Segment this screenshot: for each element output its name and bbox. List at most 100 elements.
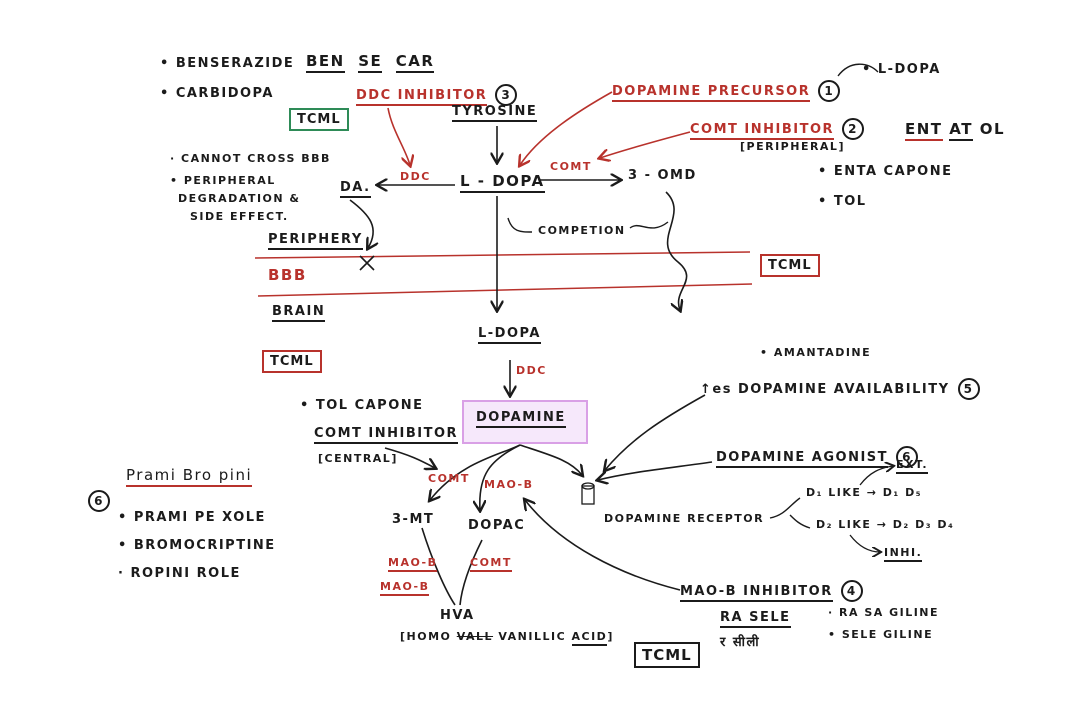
mnemonic-prami-bro-pini: Prami Bro pini <box>126 466 253 487</box>
central-qualifier: [CENTRAL] <box>318 452 398 465</box>
dopamine-agonist-label: DOPAMINE AGONIST 6 <box>716 446 919 468</box>
circle-6: 6 <box>88 490 110 512</box>
node-hva: HVA <box>440 608 475 623</box>
node-3mt: 3-MT <box>392 512 435 527</box>
number-3: 3 <box>495 84 518 106</box>
number-6-left: 6 <box>86 490 110 512</box>
label-ext: EXT. <box>896 458 929 474</box>
label-competition: COMPETION <box>538 224 626 237</box>
node-3omd: 3 - OMD <box>628 168 697 183</box>
label-inh: INHI. <box>884 546 923 562</box>
x-mark <box>359 255 375 271</box>
arrow-dopac-hva <box>459 539 483 606</box>
number-1: 1 <box>818 80 841 102</box>
enzyme-maob-a: MAO-B <box>388 556 438 572</box>
arrow-d1-ext <box>859 466 893 486</box>
comt-inhibitor-central-label: COMT INHIBITOR <box>314 426 459 444</box>
maob-inhibitor-text: MAO-B INHIBITOR <box>680 584 833 602</box>
note-cannot-cross-bbb: · CANNOT CROSS BBB <box>170 152 331 165</box>
mnemonic-ent: ENT <box>905 120 943 141</box>
label-brain: BRAIN <box>272 304 326 322</box>
arrow-comt-central <box>384 447 435 468</box>
availability-text: ↑es DOPAMINE AVAILABILITY <box>700 382 950 397</box>
competition-line-right <box>629 221 669 229</box>
mnemonic-rasele: RA SELE <box>720 610 791 628</box>
label-dopamine-receptor: DOPAMINE RECEPTOR <box>604 512 765 525</box>
hva-homo: HOMO <box>406 630 452 643</box>
bbb-line-bottom <box>257 283 753 297</box>
node-tyrosine: TYROSINE <box>452 104 538 122</box>
comt-inhibitor-text: COMT INHIBITOR <box>690 122 835 140</box>
arrow-comt-inhibitor <box>600 131 691 158</box>
arrow-dopamine-receptor <box>519 444 582 475</box>
note-degradation: DEGRADATION & <box>178 192 301 205</box>
arrow-receptor-branch <box>769 497 811 529</box>
mnemonic-se: SE <box>358 52 383 73</box>
arrow-3omd-down <box>665 191 688 310</box>
number-2: 2 <box>842 118 865 140</box>
note-peripheral: • PERIPHERAL <box>170 174 276 187</box>
central-text: CENTRAL <box>324 452 392 465</box>
number-5: 5 <box>957 378 980 400</box>
hva-full-name: [HOMO VALL VANILLIC ACID] <box>400 630 614 646</box>
ddc-inhibitor-text: DDC INHIBITOR <box>356 88 488 106</box>
enzyme-comt-brain: COMT <box>428 472 470 485</box>
drug-rasagiline: · RA SA GILINE <box>828 606 940 619</box>
arrow-3mt-hva <box>421 527 456 606</box>
drug-ropinirole: · ROPINI ROLE <box>118 566 241 581</box>
mnemonic-hindi: र सीली <box>720 635 761 650</box>
enzyme-ddc-brain: DDC <box>516 364 547 377</box>
arrow-da-periphery <box>349 199 373 248</box>
hva-acid: ACID <box>571 630 608 646</box>
tcml-box-1: TCML <box>289 108 349 131</box>
hva-vanillic: VANILLIC <box>498 630 567 643</box>
drug-amantadine: • AMANTADINE <box>760 346 872 359</box>
arrow-maob-inhibitor <box>525 500 681 591</box>
availability-label: ↑es DOPAMINE AVAILABILITY 5 <box>700 378 980 400</box>
drug-benserazide: • BENSERAZIDE <box>160 56 295 71</box>
arrow-d2-inh <box>849 534 880 552</box>
number-4: 4 <box>840 580 863 602</box>
drug-bromocriptine: • BROMOCRIPTINE <box>118 538 276 553</box>
enzyme-maob-brain: MAO-B <box>484 478 534 491</box>
mnemonic-car: CAR <box>395 52 435 73</box>
arrow-agonist <box>598 461 713 480</box>
receptor-icon <box>581 482 595 505</box>
peripheral-qualifier: [PERIPHERAL] <box>740 140 845 153</box>
agonist-text: DOPAMINE AGONIST <box>716 450 889 468</box>
bbb-line-top <box>254 251 751 259</box>
node-ldopa: L - DOPA <box>460 172 545 193</box>
arrow-availability <box>605 394 706 470</box>
enzyme-comt-dopac: COMT <box>470 556 512 572</box>
dopamine-precursor-label: DOPAMINE PRECURSOR 1 <box>612 80 841 102</box>
comt-inhibitor-peripheral-label: COMT INHIBITOR 2 <box>690 118 865 140</box>
node-dopac: DOPAC <box>468 518 526 533</box>
drug-pramipexole: • PRAMI PE XOLE <box>118 510 266 525</box>
arrow-dopamine-dopac <box>480 444 521 510</box>
mnemonic-at: AT <box>949 120 973 141</box>
mnemonic-ben: BEN <box>306 52 345 73</box>
drug-ldopa: • L-DOPA <box>862 62 941 77</box>
label-periphery: PERIPHERY <box>268 232 363 250</box>
label-d2-like: D₂ LIKE → D₂ D₃ D₄ <box>816 518 955 531</box>
drug-tol: • TOL <box>818 194 867 209</box>
drug-carbidopa: • CARBIDOPA <box>160 86 274 101</box>
arrow-precursor <box>520 91 613 165</box>
label-bbb: BBB <box>268 266 307 284</box>
dopamine-highlight <box>462 400 588 444</box>
maob-inhibitor-label: MAO-B INHIBITOR 4 <box>680 580 863 602</box>
mnemonic-ol: OL <box>979 120 1006 138</box>
tcml-box-2: TCML <box>262 350 322 373</box>
node-dopamine: DOPAMINE <box>476 410 566 428</box>
arrow-precursor-ldopa-link <box>837 63 879 77</box>
node-ldopa-brain: L-DOPA <box>478 326 541 344</box>
tcml-box-3: TCML <box>760 254 820 277</box>
competition-line-left <box>507 217 533 233</box>
dopamine-precursor-text: DOPAMINE PRECURSOR <box>612 84 811 102</box>
drug-tolcapone: • TOL CAPONE <box>300 398 424 413</box>
hva-vall-struck: VALL <box>456 630 494 643</box>
mnemonic-ent-at-ol: ENT AT OL <box>905 120 1006 141</box>
drug-entacapone: • ENTA CAPONE <box>818 164 953 179</box>
number-6: 6 <box>896 446 919 468</box>
